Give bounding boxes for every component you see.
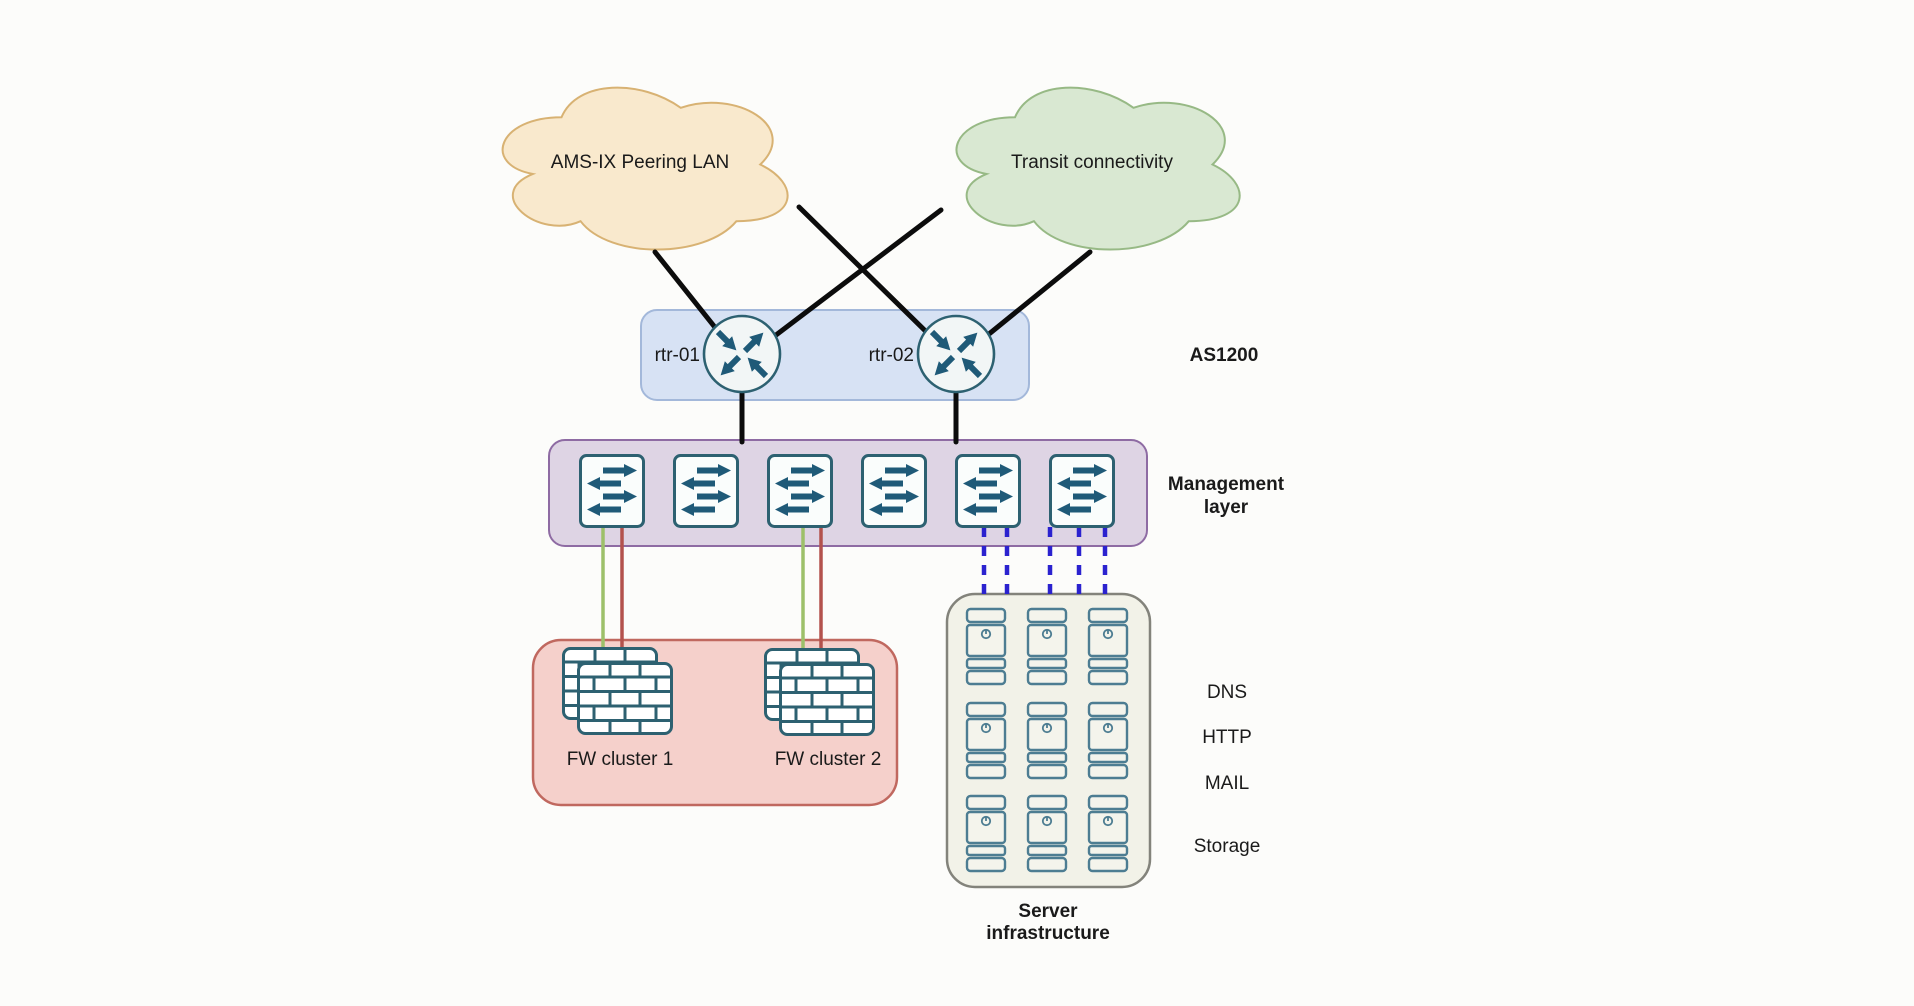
server-icon [1026, 794, 1068, 873]
server-icon [1087, 607, 1129, 686]
server-infrastructure-label-line1: Server [1018, 901, 1078, 922]
management-layer-label-line1: Management [1168, 474, 1285, 495]
server-icon [1087, 701, 1129, 780]
service-label-storage: Storage [1194, 836, 1261, 857]
service-label-http: HTTP [1202, 727, 1252, 748]
fw-cluster-1-label: FW cluster 1 [567, 749, 674, 770]
service-label-dns: DNS [1207, 682, 1247, 703]
server-icon [965, 701, 1007, 780]
cloud-amsix-peering [501, 86, 789, 251]
switch-icon-5 [955, 454, 1021, 528]
switch-icon-6 [1049, 454, 1115, 528]
cloud-transit-label: Transit connectivity [1011, 152, 1173, 173]
router-icon-rtr01 [702, 314, 782, 394]
server-icon [1026, 701, 1068, 780]
cloud-amsix-label: AMS-IX Peering LAN [551, 152, 729, 173]
server-infrastructure-label-line2: infrastructure [986, 923, 1110, 944]
router-icon-rtr02 [916, 314, 996, 394]
switch-icon-1 [579, 454, 645, 528]
switch-icon-3 [767, 454, 833, 528]
cloud-transit [955, 86, 1241, 251]
fw-cluster-2-label: FW cluster 2 [775, 749, 882, 770]
server-icon [965, 794, 1007, 873]
firewall-icon-front-2 [779, 663, 875, 736]
server-icon [965, 607, 1007, 686]
router-label-rtr02: rtr-02 [869, 345, 914, 366]
switch-icon-4 [861, 454, 927, 528]
firewall-icon-front-1 [577, 662, 673, 735]
server-icon [1026, 607, 1068, 686]
switch-icon-2 [673, 454, 739, 528]
server-icon [1087, 794, 1129, 873]
management-layer-label-line2: layer [1204, 497, 1249, 518]
as1200-label: AS1200 [1190, 345, 1259, 366]
service-label-mail: MAIL [1205, 773, 1249, 794]
router-label-rtr01: rtr-01 [655, 345, 700, 366]
